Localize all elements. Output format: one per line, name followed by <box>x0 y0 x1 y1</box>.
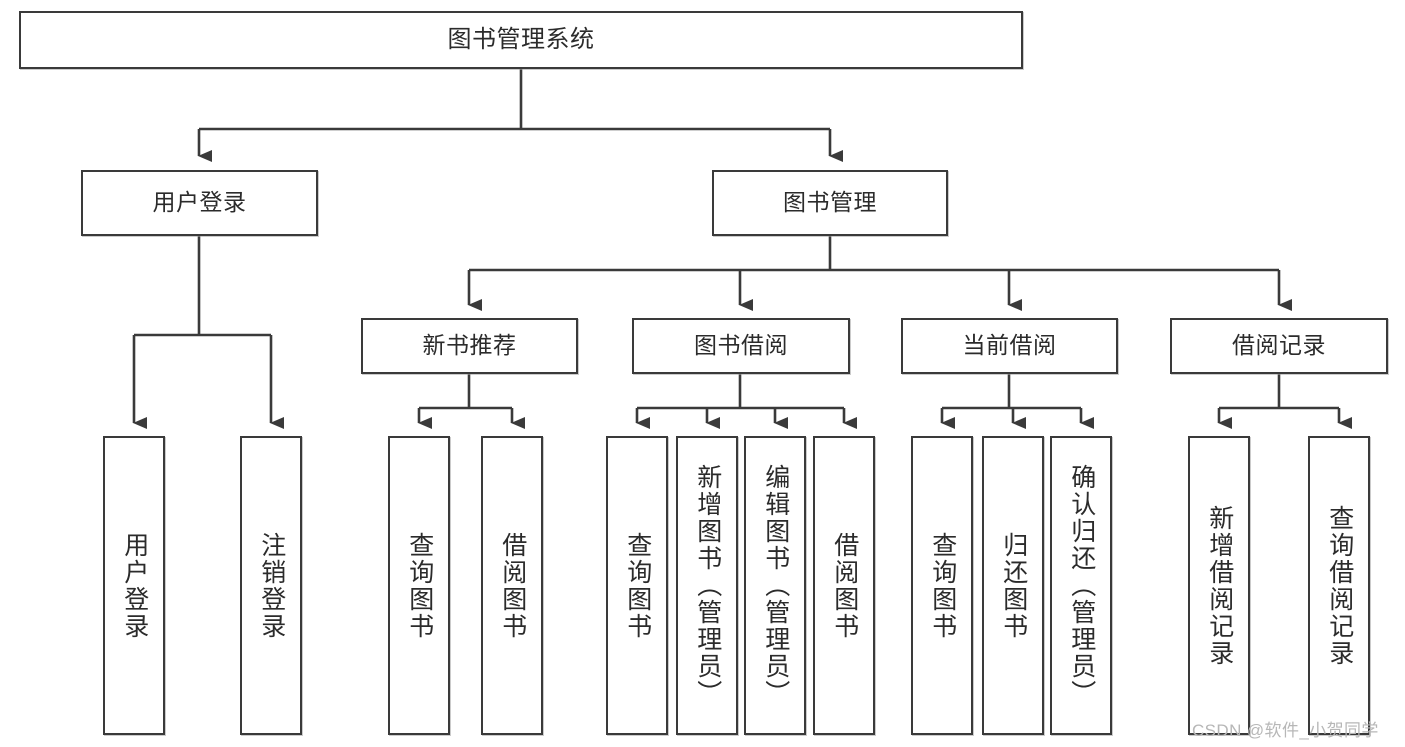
leaf-borrow-book[interactable]: 借阅图书 <box>813 436 875 735</box>
leaf-return-book-label: 归还图书 <box>999 531 1028 640</box>
leaf-return-book[interactable]: 归还图书 <box>982 436 1044 735</box>
leaf-add-book-admin[interactable]: 新增图书（管理员） <box>676 436 738 735</box>
node-book-borrow-label: 图书借阅 <box>694 332 788 359</box>
node-user-login-label: 用户登录 <box>152 189 247 216</box>
leaf-query-book-current-label: 查询图书 <box>928 531 957 640</box>
leaf-add-book-admin-label: 新增图书（管理员） <box>693 464 722 707</box>
node-book-borrow[interactable]: 图书借阅 <box>632 318 850 374</box>
leaf-query-book-borrow[interactable]: 查询图书 <box>606 436 668 735</box>
leaf-user-login-label: 用户登录 <box>120 531 149 640</box>
node-current-borrow[interactable]: 当前借阅 <box>901 318 1118 374</box>
leaf-add-borrow-record-label: 新增借阅记录 <box>1205 504 1234 667</box>
node-book-management[interactable]: 图书管理 <box>712 170 948 236</box>
leaf-query-book-current[interactable]: 查询图书 <box>911 436 973 735</box>
leaf-query-book-borrow-label: 查询图书 <box>623 531 652 640</box>
node-book-management-label: 图书管理 <box>783 189 877 216</box>
leaf-logout-login[interactable]: 注销登录 <box>240 436 302 735</box>
leaf-add-borrow-record[interactable]: 新增借阅记录 <box>1188 436 1250 735</box>
csdn-watermark: CSDN @软件_小贺同学 <box>1192 721 1379 740</box>
leaf-confirm-return-admin-label: 确认归还（管理员） <box>1067 464 1096 707</box>
leaf-borrow-book-recommend-label: 借阅图书 <box>498 531 527 640</box>
leaf-logout-login-label: 注销登录 <box>257 531 286 640</box>
node-new-book-recommend-label: 新书推荐 <box>422 332 517 359</box>
leaf-edit-book-admin-label: 编辑图书（管理员） <box>761 464 790 707</box>
node-user-login[interactable]: 用户登录 <box>81 170 318 236</box>
leaf-query-book-recommend-label: 查询图书 <box>405 531 434 640</box>
node-borrow-record[interactable]: 借阅记录 <box>1170 318 1388 374</box>
leaf-edit-book-admin[interactable]: 编辑图书（管理员） <box>744 436 806 735</box>
node-root-label: 图书管理系统 <box>447 25 595 53</box>
leaf-query-book-recommend[interactable]: 查询图书 <box>388 436 450 735</box>
leaf-user-login[interactable]: 用户登录 <box>103 436 165 735</box>
node-borrow-record-label: 借阅记录 <box>1232 332 1326 359</box>
leaf-query-borrow-record-label: 查询借阅记录 <box>1325 504 1354 667</box>
node-current-borrow-label: 当前借阅 <box>962 332 1057 359</box>
node-root[interactable]: 图书管理系统 <box>19 11 1023 69</box>
leaf-query-borrow-record[interactable]: 查询借阅记录 <box>1308 436 1370 735</box>
leaf-borrow-book-recommend[interactable]: 借阅图书 <box>481 436 543 735</box>
leaf-borrow-book-label: 借阅图书 <box>830 531 859 640</box>
leaf-confirm-return-admin[interactable]: 确认归还（管理员） <box>1050 436 1112 735</box>
node-new-book-recommend[interactable]: 新书推荐 <box>361 318 578 374</box>
